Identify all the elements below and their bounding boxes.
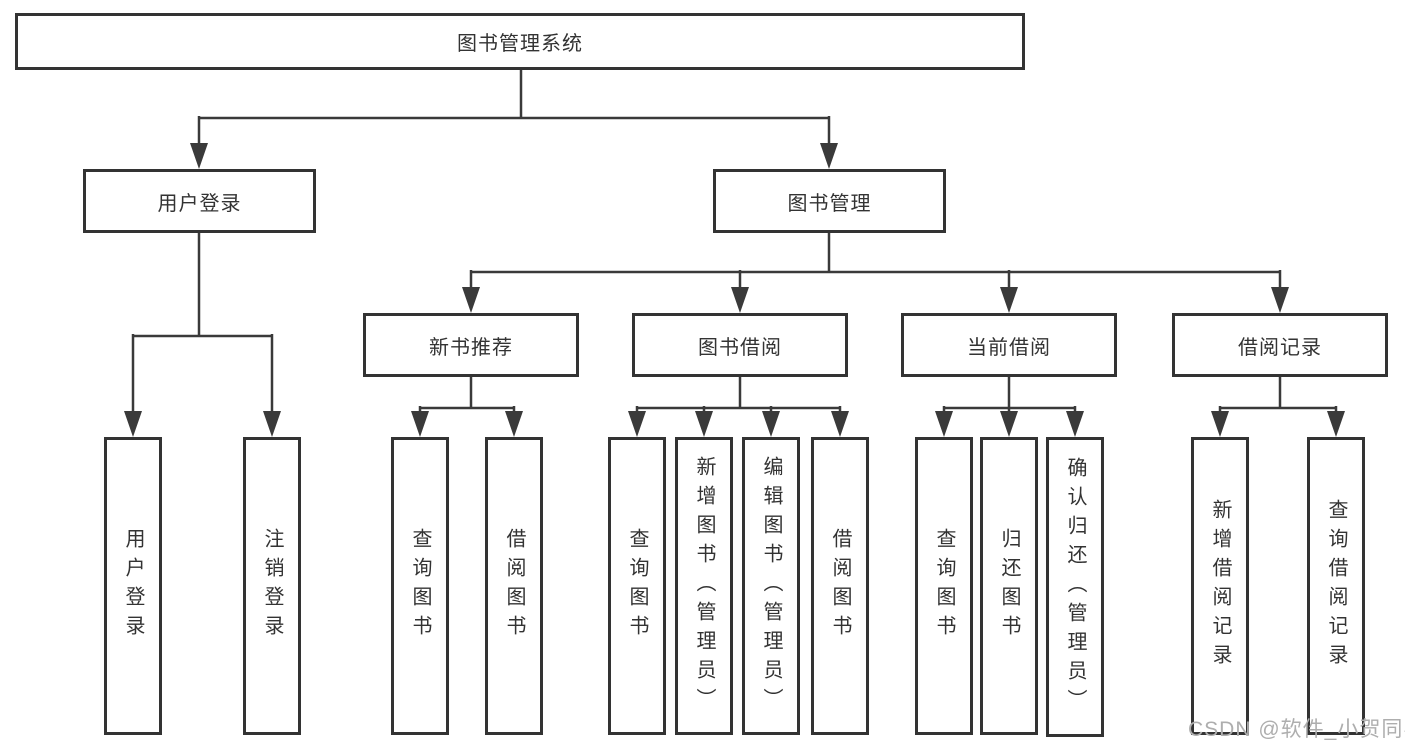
leaf-edit-book-admin: 编辑图书（管理员） bbox=[742, 437, 800, 735]
leaf-borrow-book-1: 借阅图书 bbox=[485, 437, 543, 735]
leaf-confirm-return-admin: 确认归还（管理员） bbox=[1046, 437, 1104, 737]
tree-branch-lines bbox=[131, 70, 1338, 414]
leaf-add-book-admin: 新增图书（管理员） bbox=[675, 437, 733, 735]
node-root: 图书管理系统 bbox=[15, 13, 1025, 70]
node-current-borrowing: 当前借阅 bbox=[901, 313, 1117, 377]
leaf-query-book-2: 查询图书 bbox=[608, 437, 666, 735]
node-book-management: 图书管理 bbox=[713, 169, 946, 233]
leaf-borrow-book-2: 借阅图书 bbox=[811, 437, 869, 735]
node-book-borrowing: 图书借阅 bbox=[632, 313, 848, 377]
node-borrowing-records: 借阅记录 bbox=[1172, 313, 1388, 377]
leaf-query-book-3: 查询图书 bbox=[915, 437, 973, 735]
leaf-query-borrow-record: 查询借阅记录 bbox=[1307, 437, 1365, 735]
node-new-book-recommend: 新书推荐 bbox=[363, 313, 579, 377]
leaf-logout: 注销登录 bbox=[243, 437, 301, 735]
arrowheads bbox=[124, 143, 1345, 437]
leaf-return-book: 归还图书 bbox=[980, 437, 1038, 735]
leaf-add-borrow-record: 新增借阅记录 bbox=[1191, 437, 1249, 735]
node-user-login: 用户登录 bbox=[83, 169, 316, 233]
csdn-watermark: CSDN @软件_小贺同学 bbox=[1188, 718, 1405, 741]
leaf-user-login: 用户登录 bbox=[104, 437, 162, 735]
leaf-query-book-1: 查询图书 bbox=[391, 437, 449, 735]
